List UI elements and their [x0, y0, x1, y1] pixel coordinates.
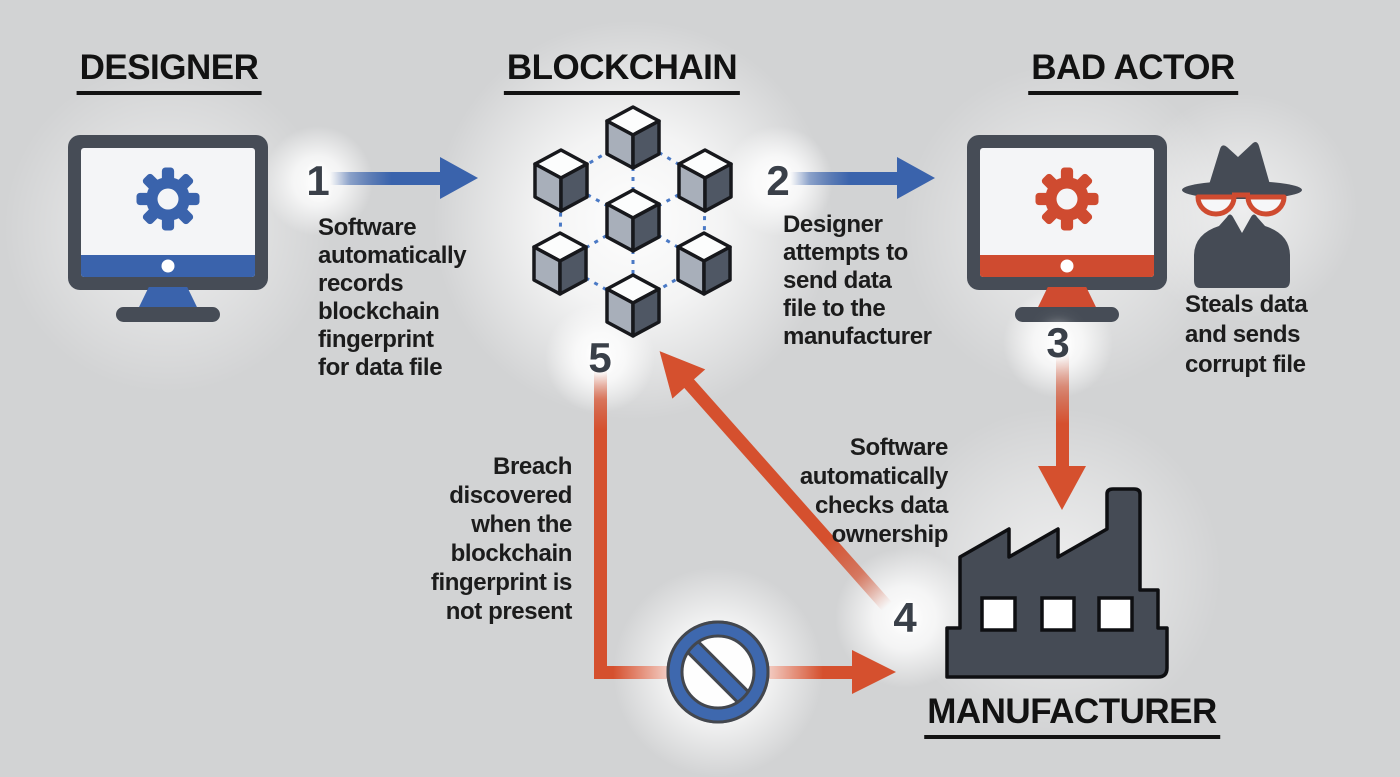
monitor-screen — [81, 148, 255, 277]
arrow-3-tail — [1056, 352, 1069, 468]
bad-actor-computer-icon — [967, 135, 1167, 325]
blockchain-title: BLOCKCHAIN — [503, 48, 741, 95]
factory-windows — [980, 596, 1134, 632]
arrow-5-head — [852, 650, 896, 694]
bad-actor-title: BAD ACTOR — [1028, 48, 1238, 95]
step-1-number: 1 — [306, 157, 330, 204]
designer-title: DESIGNER — [76, 48, 262, 95]
factory-icon — [945, 487, 1169, 679]
spy-glasses-right — [1245, 194, 1287, 217]
monitor-bottom-bar — [81, 255, 255, 277]
gear-icon — [1035, 167, 1099, 231]
arrow-1-head — [440, 157, 478, 199]
monitor-base — [116, 307, 220, 322]
no-entry-icon — [666, 620, 770, 724]
monitor-dot — [1060, 259, 1074, 273]
designer-computer-icon — [68, 135, 268, 325]
bad-actor-caption: Steals data and sends corrupt file — [1185, 291, 1308, 378]
step-2-label: Designer attempts to send data file to t… — [783, 211, 932, 350]
step-4-label: Software automatically checks data owner… — [799, 434, 949, 548]
step-2-number: 2 — [766, 157, 790, 204]
spy-glasses-left — [1195, 194, 1237, 217]
monitor-dot — [161, 259, 175, 273]
arrow-2-tail — [790, 172, 899, 185]
step-3-number: 3 — [1046, 319, 1070, 366]
monitor-screen — [980, 148, 1154, 277]
arrow-2-head — [897, 157, 935, 199]
spy-coat — [1194, 214, 1290, 288]
gear-icon — [136, 167, 200, 231]
monitor-bottom-bar — [980, 255, 1154, 277]
step-5-label: Breach discovered when the blockchain fi… — [430, 453, 572, 625]
step-1-label: Software automatically records blockchai… — [318, 214, 467, 381]
step-4-number: 4 — [893, 594, 917, 641]
blockchain-cubes-icon — [532, 105, 733, 338]
step-5-number: 5 — [588, 334, 612, 381]
spy-hat-crown — [1208, 142, 1271, 188]
spy-icon — [1182, 142, 1302, 288]
arrow-5-vertical — [594, 368, 607, 679]
infographic-canvas: { "background_color": "#d2d3d4", "entiti… — [3, 20, 1358, 777]
arrow-1-tail — [330, 172, 442, 185]
manufacturer-title: MANUFACTURER — [924, 692, 1220, 739]
